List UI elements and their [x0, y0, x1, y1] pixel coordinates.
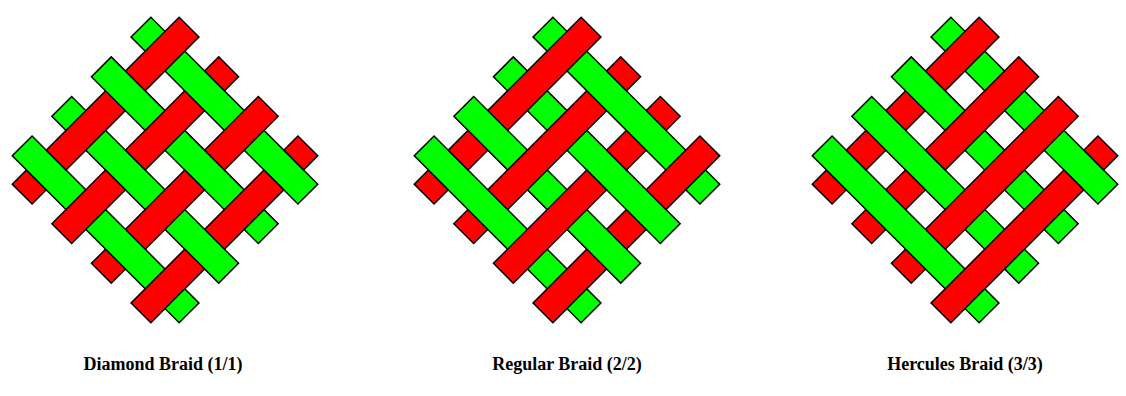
braid-caption: Regular Braid (2/2) — [492, 354, 642, 375]
braid-caption: Diamond Braid (1/1) — [83, 354, 242, 375]
green-over — [865, 189, 906, 230]
green-strands — [812, 17, 1117, 322]
green-over — [586, 229, 627, 270]
regular-braid — [400, 3, 734, 337]
green-over — [586, 149, 627, 190]
green-over — [826, 149, 867, 190]
green-strands — [414, 17, 719, 322]
green-over — [428, 149, 469, 190]
green-over — [905, 70, 946, 111]
green-over — [905, 229, 946, 270]
green-over — [467, 189, 508, 230]
green-over — [905, 149, 946, 190]
green-over — [184, 229, 225, 270]
green-over — [1063, 149, 1104, 190]
green-over — [105, 149, 146, 190]
red-strands — [12, 17, 317, 322]
green-strands — [12, 17, 317, 322]
green-over — [586, 70, 627, 111]
diamond-braid — [0, 3, 332, 337]
braid-caption: Hercules Braid (3/3) — [887, 354, 1043, 375]
green-over — [263, 149, 304, 190]
green-over — [626, 189, 667, 230]
green-over — [626, 110, 667, 151]
green-over — [184, 70, 225, 111]
green-over — [105, 70, 146, 111]
green-over — [105, 229, 146, 270]
green-over — [26, 149, 67, 190]
green-over — [467, 110, 508, 151]
hercules-braid — [798, 3, 1126, 337]
green-over — [184, 149, 225, 190]
red-strands — [414, 17, 719, 322]
red-strands — [812, 17, 1117, 322]
green-over — [865, 110, 906, 151]
